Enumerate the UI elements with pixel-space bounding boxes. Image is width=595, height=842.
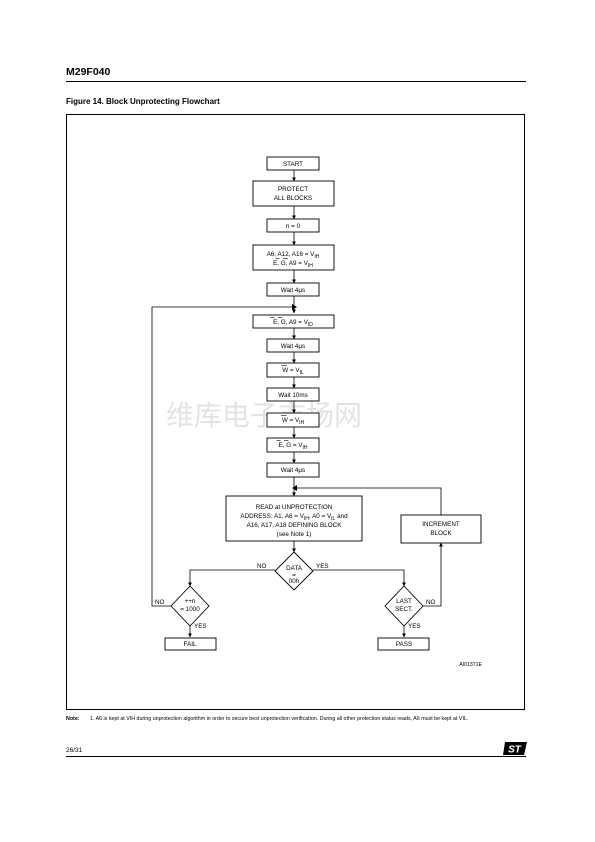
last-yes-label: YES	[408, 623, 421, 630]
wait-node-2: Wait 4μs	[266, 338, 320, 353]
start-node: START	[266, 156, 320, 171]
wait-label-1: Wait 4μs	[281, 287, 305, 294]
figure-ref-code: AI01371E	[459, 662, 482, 668]
increment-label-1: INCREMENT	[422, 521, 460, 528]
wait-node-3: Wait 10ms	[266, 387, 320, 402]
counter-label-1: ++n	[185, 598, 196, 605]
read-label-2: ADDRESS: A1, A6 = VIH, A0 = VIL and	[240, 513, 348, 522]
wait-label-2: Wait 4μs	[281, 343, 305, 350]
eg-high-label: E, G = VIH	[279, 442, 308, 451]
footnote-label: Note:	[66, 716, 80, 722]
header-rule	[66, 81, 526, 82]
figure-caption: Figure 14. Block Unprotecting Flowchart	[66, 97, 220, 106]
svg-text:ST: ST	[508, 745, 522, 756]
set-vih-label-2: E, G, A9 = VIH	[273, 260, 313, 269]
footer-rule	[66, 756, 526, 757]
read-node: READ at UNPROTECTION ADDRESS: A1, A6 = V…	[225, 495, 363, 542]
write-low-node: W = VIL	[266, 362, 320, 378]
fail-label: FAIL	[184, 641, 197, 648]
pass-label: PASS	[396, 641, 412, 648]
footnote: Note: 1. A6 is kept at VIH during unprote…	[66, 716, 526, 723]
last-sector-label-2: SECT.	[395, 606, 413, 613]
set-vih-node: A6, A12, A16 = VIH E, G, A9 = VIH	[252, 244, 335, 271]
counter-decision: ++n = 1000	[170, 585, 210, 627]
wait-node-4: Wait 4μs	[266, 462, 320, 478]
main-connectors	[151, 170, 443, 638]
fail-node: FAIL	[164, 637, 217, 651]
start-label: START	[283, 161, 303, 168]
last-sector-decision: LAST SECT.	[384, 585, 424, 627]
data-decision-label-1: DATA	[286, 565, 303, 572]
apply-vid-label: E, G, A9 = VID	[273, 319, 313, 328]
init-counter-label: n = 0	[286, 223, 301, 230]
read-label-4: (see Note 1)	[277, 531, 312, 538]
eg-high-node: E, G = VIH	[266, 437, 320, 453]
read-label-3: A16, A17, A18 DEFINING BLOCK	[247, 522, 343, 529]
footnote-text: 1. A6 is kept at VIH during unprotection…	[90, 716, 469, 722]
set-vih-label-1: A6, A12, A16 = VIH	[267, 251, 320, 260]
counter-no-label: NO	[155, 599, 165, 606]
write-high-node: W = VIH	[266, 412, 320, 428]
wait-label-3: Wait 10ms	[278, 392, 308, 399]
increment-node: INCREMENT BLOCK	[400, 514, 482, 544]
document-title: M29F040	[66, 66, 111, 78]
data-decision: DATA = 00h	[274, 551, 314, 591]
increment-label-2: BLOCK	[430, 530, 452, 537]
figure-frame	[66, 114, 525, 710]
last-no-label: NO	[426, 599, 436, 606]
init-counter-node: n = 0	[266, 218, 320, 233]
protect-label-1: PROTECT	[278, 186, 308, 193]
data-yes-label: YES	[316, 563, 329, 570]
st-logo-icon: ST	[503, 742, 527, 755]
counter-yes-label: YES	[194, 623, 207, 630]
wait-label-4: Wait 4μs	[281, 467, 305, 474]
data-no-label: NO	[257, 563, 267, 570]
counter-label-2: = 1000	[180, 606, 200, 613]
write-low-label: W = VIL	[282, 367, 304, 376]
watermark-text: 维库电子市场网	[166, 399, 362, 432]
read-label-1: READ at UNPROTECTION	[256, 504, 333, 511]
apply-vid-node: E, G, A9 = VID	[252, 314, 335, 329]
data-decision-label-3: 00h	[289, 578, 300, 585]
protect-node: PROTECT ALL BLOCKS	[252, 180, 335, 207]
write-high-label: W = VIH	[282, 417, 305, 426]
pass-node: PASS	[377, 637, 430, 651]
protect-label-2: ALL BLOCKS	[274, 195, 312, 202]
page-number: 26/31	[66, 747, 83, 754]
data-decision-label-2: =	[292, 572, 296, 579]
wait-node-1: Wait 4μs	[266, 282, 320, 297]
last-sector-label-1: LAST	[396, 598, 412, 605]
